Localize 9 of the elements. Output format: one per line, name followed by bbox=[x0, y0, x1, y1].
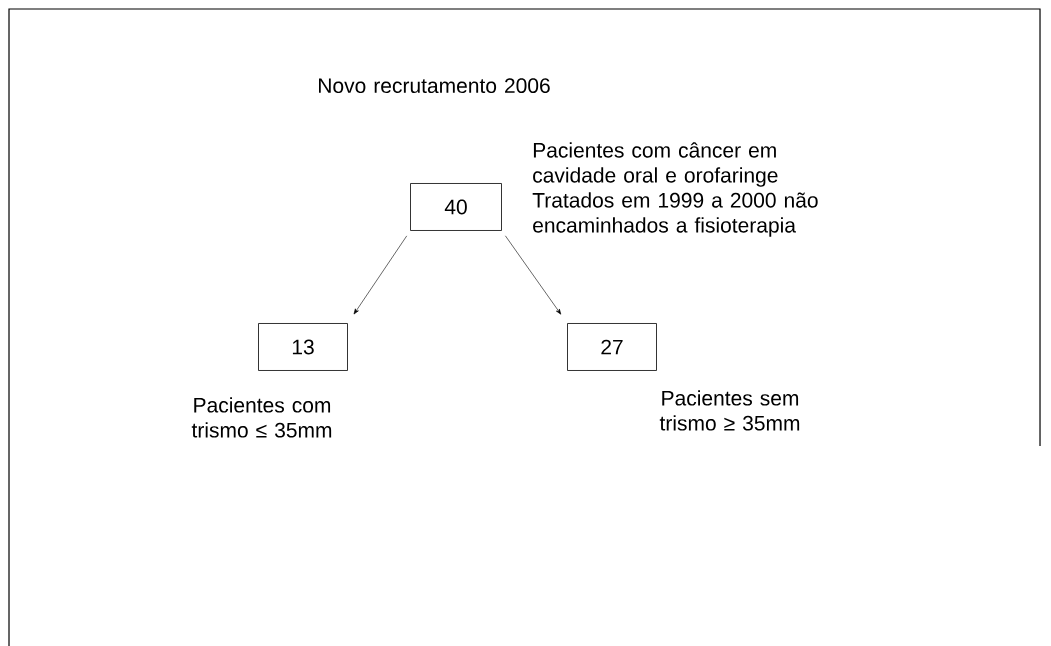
description-text: Pacientes com trismo ≤ 35mm bbox=[191, 397, 332, 438]
number-box: 13 bbox=[258, 323, 348, 371]
description-text: Pacientes sem trismo ≥ 35mm bbox=[659, 390, 800, 431]
heading: Novo recrutamento 2006 bbox=[319, 78, 550, 94]
arrow bbox=[353, 235, 408, 315]
number-box: 40 bbox=[410, 183, 502, 231]
number-box: 27 bbox=[567, 323, 657, 371]
arrow bbox=[505, 235, 562, 315]
description-text: Pacientes com câncer em cavidade oral e orofaringe Tratados em 1999 a 2000 não encaminhados a fisioterapia bbox=[532, 142, 818, 237]
